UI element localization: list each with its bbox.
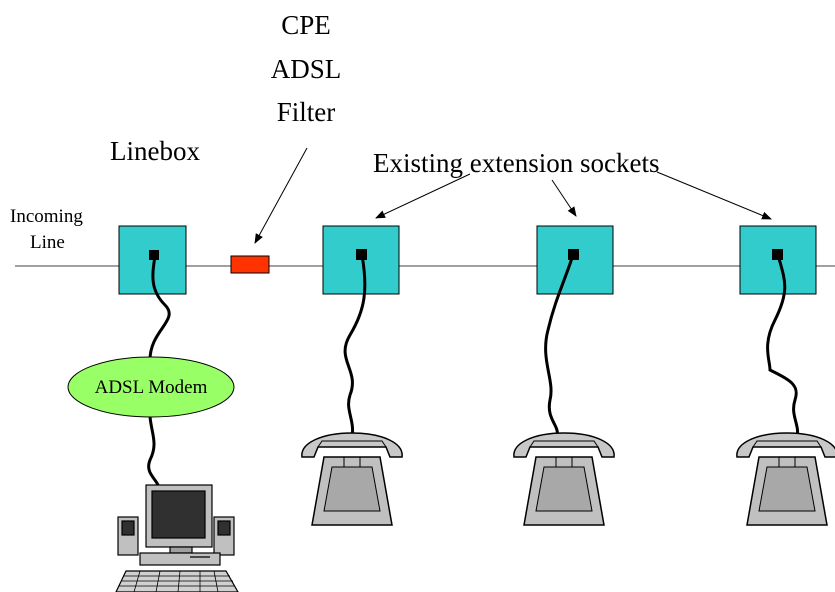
socket-1-pointer-arrow [375,173,471,219]
extension-sockets-label: Existing extension sockets [373,148,659,178]
socket-2-pointer-arrow [551,179,577,217]
modem-label: ADSL Modem [95,377,208,398]
telephone-icon [301,432,403,526]
filter-label-line-2: ADSL [271,54,342,84]
incoming-line-label-2: Line [30,232,65,253]
linebox-label: Linebox [110,136,200,166]
filter-pointer-arrow [254,147,308,244]
filter-label-line-1: CPE [281,10,331,40]
phone-cord-1 [343,253,367,439]
phone-cord-2 [544,253,575,439]
adsl-filter [230,255,270,274]
adsl-modem [67,356,235,418]
socket-3-pointer-arrow [656,171,772,220]
extension-socket-2 [536,225,614,295]
filter-label-line-3: Filter [277,97,336,127]
computer-cord [147,403,160,487]
telephone-icon [513,432,615,526]
computer-icon [115,484,239,592]
telephone-icon [736,432,835,526]
phone-cord-3 [766,253,800,439]
modem-cord [148,254,171,362]
extension-socket-1 [322,225,400,295]
incoming-line-label-1: Incoming [10,206,83,227]
